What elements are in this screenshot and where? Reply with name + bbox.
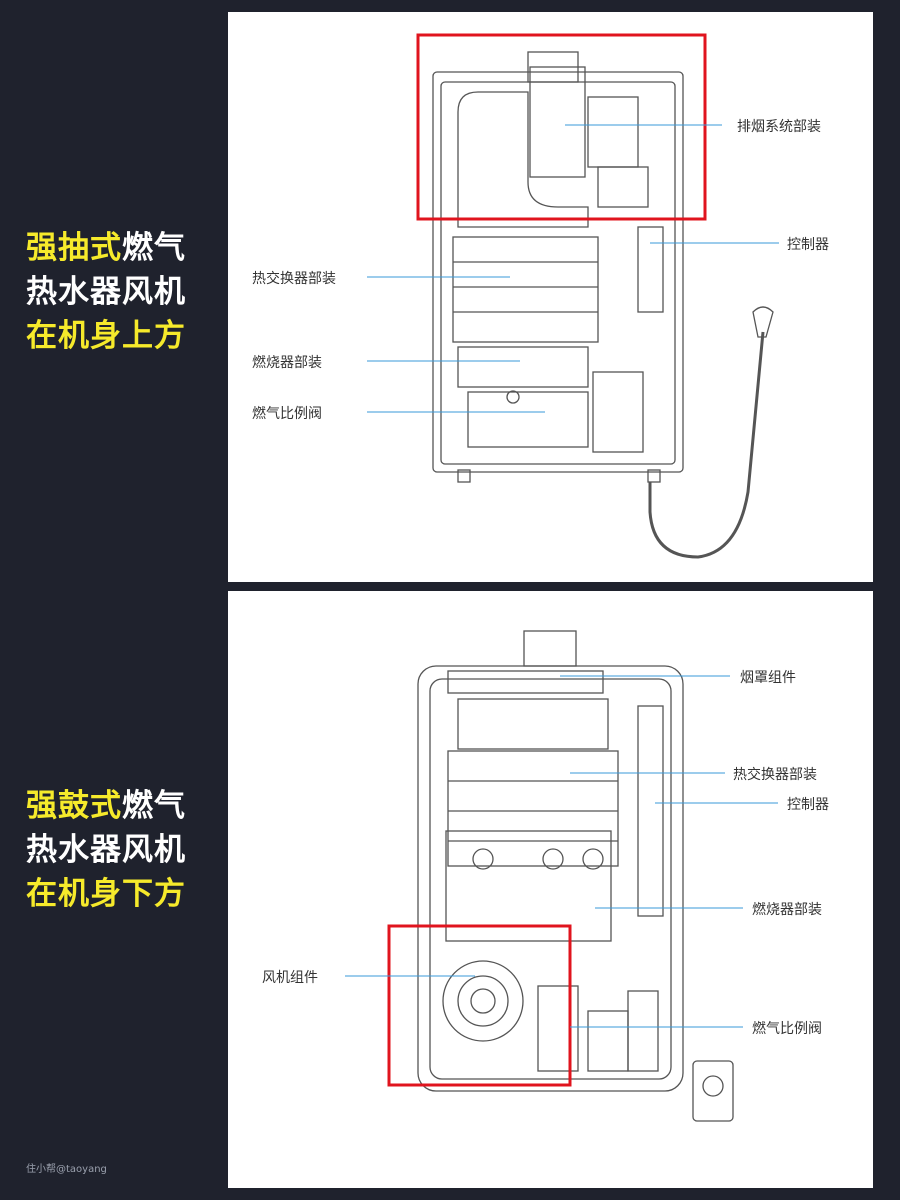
leader-lines xyxy=(367,124,779,413)
label-controller: 控制器 xyxy=(787,237,829,253)
label-heat-exchanger: 热交换器部装 xyxy=(733,767,817,783)
watermark: 住小帮@taoyang xyxy=(26,1164,107,1175)
forced-exhaust-heater-drawing xyxy=(367,33,779,559)
label-burner: 燃烧器部装 xyxy=(752,902,822,918)
label-gas-valve: 燃气比例阀 xyxy=(252,406,322,422)
label-hood: 烟罩组件 xyxy=(740,670,796,686)
top-caption: 强抽式燃气 热水器风机 在机身上方 xyxy=(26,226,226,358)
label-heat-exchanger: 热交换器部装 xyxy=(252,271,336,287)
leader-lines xyxy=(345,675,778,1028)
highlight-box xyxy=(387,924,572,1087)
highlight-box xyxy=(416,33,707,221)
forced-draft-heater-drawing xyxy=(345,630,778,1122)
top-diagram-panel: 排烟系统部装 控制器 热交换器部装 燃烧器部装 燃气比例阀 xyxy=(228,12,873,582)
caption-text: 燃气 xyxy=(122,230,186,266)
label-controller: 控制器 xyxy=(787,797,829,813)
label-burner: 燃烧器部装 xyxy=(252,355,322,371)
bottom-diagram-panel: 烟罩组件 热交换器部装 控制器 燃烧器部装 风机组件 燃气比例阀 xyxy=(228,591,873,1188)
caption-highlight: 强鼓式 xyxy=(26,788,122,824)
label-gas-valve: 燃气比例阀 xyxy=(752,1021,822,1037)
caption-line2: 热水器风机 xyxy=(26,274,186,310)
bottom-caption: 强鼓式燃气 热水器风机 在机身下方 xyxy=(26,784,226,916)
caption-highlight: 强抽式 xyxy=(26,230,122,266)
caption-line2: 热水器风机 xyxy=(26,832,186,868)
caption-line3: 在机身上方 xyxy=(26,318,186,354)
label-exhaust-system: 排烟系统部装 xyxy=(737,119,821,135)
caption-line3: 在机身下方 xyxy=(26,876,186,912)
caption-text: 燃气 xyxy=(122,788,186,824)
label-fan: 风机组件 xyxy=(262,970,318,986)
